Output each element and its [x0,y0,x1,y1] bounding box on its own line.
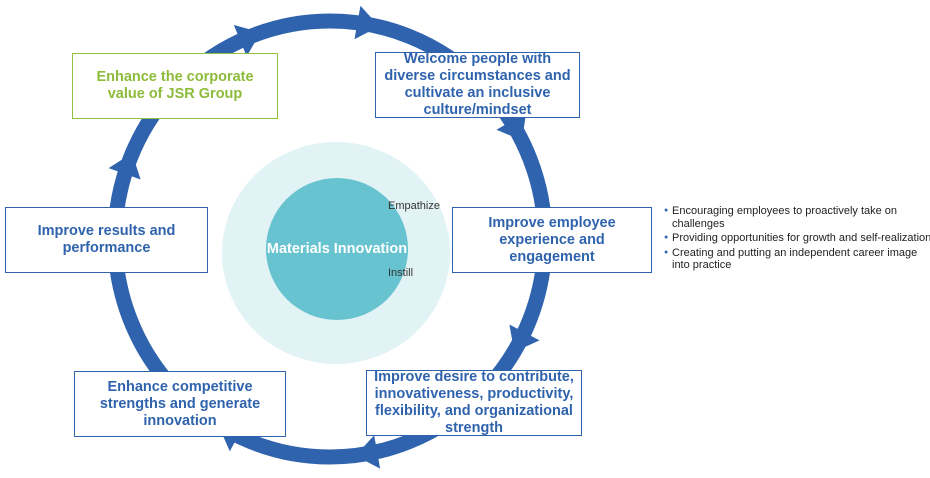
cycle-arrowhead [509,324,540,352]
instill-label: Instill [388,267,414,279]
step-results-text: Improve results and performance [37,223,176,256]
step-desire-text: Improve desire to contribute, innovative… [374,369,574,436]
cycle-arrowhead [355,435,381,469]
bullet-item: Providing opportunities for growth and s… [664,232,930,245]
step-desire: Improve desire to contribute, innovative… [366,369,582,436]
cycle-arrowhead [233,24,261,57]
bullet-item: Encouraging employees to proactively tak… [664,205,930,230]
step-competitive: Enhance competitive strengths and genera… [74,371,286,437]
core-title: Materials Innovation [266,241,408,257]
step-employee-experience: Improve employee experience and engageme… [452,207,652,273]
step-welcome: Welcome people with diverse circumstance… [375,51,580,118]
step-welcome-text: Welcome people with diverse circumstance… [384,51,571,118]
bullet-item: Creating and putting an independent care… [664,247,930,272]
empathize-label: Empathize [388,200,440,212]
step-employee-experience-text: Improve employee experience and engageme… [488,214,616,265]
materials-innovation-core: Materials Innovation [266,178,408,320]
step-corporate-value-text: Enhance the corporate value of JSR Group [96,69,254,102]
step-corporate-value: Enhance the corporate value of JSR Group [72,53,278,119]
engagement-bullets: Encouraging employees to proactively tak… [664,205,930,274]
cycle-arrowhead [496,112,527,141]
step-results: Improve results and performance [5,207,208,273]
cycle-arrowhead [354,5,380,40]
step-competitive-text: Enhance competitive strengths and genera… [99,378,261,429]
cycle-arrowhead [108,153,141,180]
